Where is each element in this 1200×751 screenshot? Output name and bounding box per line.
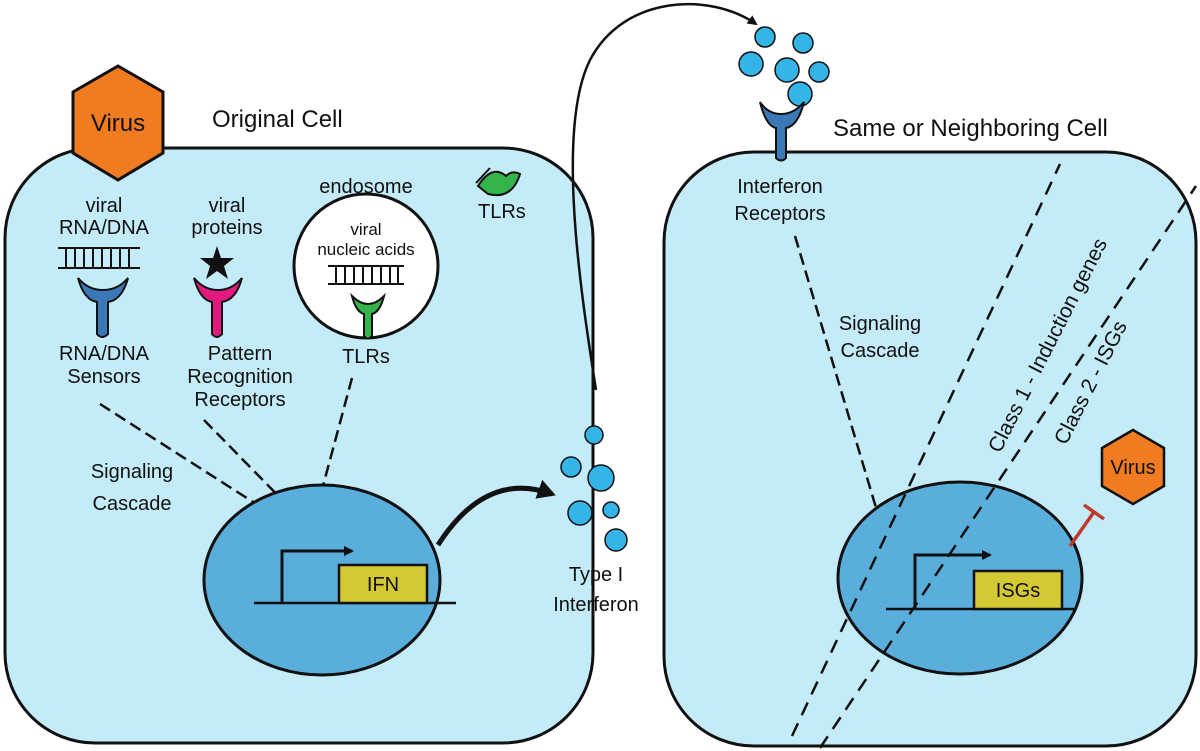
ifn-gene-label: IFN: [367, 574, 399, 596]
interferon-molecules-extracellular: [738, 26, 830, 107]
isg-gene-box: [972, 569, 1064, 611]
interferon-receptors-line1: Interferon: [737, 176, 823, 198]
pattern-recognition-receptor-icon: [193, 277, 243, 338]
viral-nucleic-acid-ladder-icon: [328, 265, 404, 285]
original-cell-title: Original Cell: [212, 106, 343, 133]
sensors-label-line2: Sensors: [67, 366, 140, 388]
rna-dna-sensor-receptor-icon: [77, 277, 129, 338]
prr-label-line2: Recognition: [187, 366, 293, 388]
virus-label-left: Virus: [91, 110, 145, 137]
signaling-cascade-left-line2: Cascade: [93, 493, 172, 515]
prr-label-line3: Receptors: [194, 389, 285, 411]
original-cell: [3, 146, 595, 745]
viral-protein-star-icon: [200, 246, 234, 279]
membrane-tlr-receptor-icon: [475, 167, 522, 196]
isg-gene-label: ISGs: [996, 580, 1040, 602]
ifn-promoter-arrow: [280, 546, 354, 603]
viral-rna-dna-line1: viral: [86, 195, 123, 217]
virus-hexagon-left: Virus: [71, 64, 165, 182]
signaling-cascade-left-line1: Signaling: [91, 461, 173, 483]
signaling-arrow-right: [793, 235, 891, 550]
viral-nucleic-acids-line2: nucleic acids: [317, 240, 414, 259]
class-divider-line-2: [818, 185, 1198, 749]
type-i-interferon-line2: Interferon: [553, 594, 639, 616]
signaling-cascade-right-line1: Signaling: [839, 313, 921, 335]
prr-label-line1: Pattern: [208, 343, 272, 365]
viral-proteins-line2: proteins: [191, 217, 262, 239]
class-divider-line-1: [790, 163, 1062, 737]
interferon-receptors-line2: Receptors: [734, 203, 825, 225]
neighboring-cell-title: Same or Neighboring Cell: [833, 115, 1108, 142]
virus-hexagon-right: Virus: [1100, 428, 1166, 506]
viral-rna-dna-line2: RNA/DNA: [59, 217, 150, 239]
neighboring-cell-nucleus: [836, 480, 1084, 676]
inhibition-symbol-icon: [1068, 503, 1106, 548]
type-i-interferon-molecules: [560, 425, 628, 552]
tlrs-endosome-label: TLRs: [342, 346, 390, 368]
tlrs-membrane-label: TLRs: [478, 201, 526, 223]
signaling-cascade-right-line2: Cascade: [841, 340, 920, 362]
type-i-interferon-line1: Type I: [569, 564, 623, 586]
interferon-receptor-icon: [759, 101, 805, 162]
virus-label-right: Virus: [1110, 457, 1155, 479]
original-cell-nucleus: [202, 483, 442, 677]
endosomal-tlr-receptor-icon: [350, 292, 386, 340]
isg-promoter-arrow: [913, 550, 992, 609]
interferon-transport-arrow: [571, 2, 758, 391]
viral-proteins-line1: viral: [209, 195, 246, 217]
sensors-label-line1: RNA/DNA: [59, 343, 150, 365]
ifn-gene-box: [337, 563, 429, 605]
viral-rna-dna-ladder-icon: [58, 247, 140, 269]
ifn-secretion-arrow: [435, 479, 556, 547]
viral-nucleic-acids-line1: viral: [350, 220, 381, 239]
endosome-label: endosome: [319, 176, 412, 198]
